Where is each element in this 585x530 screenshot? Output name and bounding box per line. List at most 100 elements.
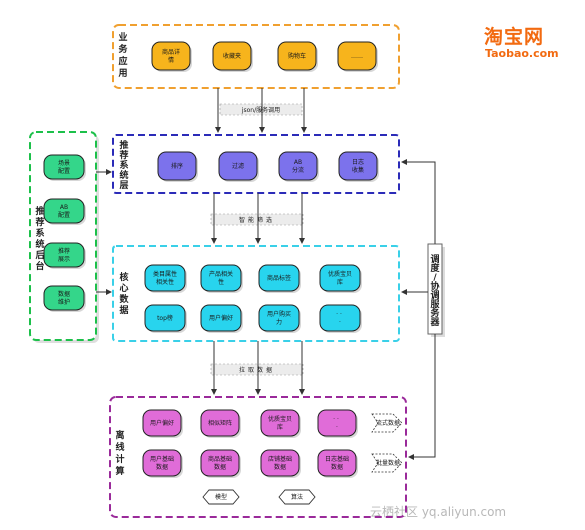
taobao-logo-en: Taobao.com: [485, 47, 559, 60]
core-node-4: 优质宝贝库: [319, 264, 362, 293]
svg-text:统: 统: [119, 169, 128, 181]
business-node-3-label: 购物车: [288, 52, 306, 60]
backend-node-4: 数据维护: [43, 285, 86, 312]
core-node-2-label: 产品相关性: [209, 270, 233, 286]
offline-node-3: 优质宝贝库: [260, 409, 301, 438]
core-node-3-label: 商品标签: [267, 274, 291, 282]
svg-text:推: 推: [119, 139, 128, 151]
business-node-4: ……: [337, 41, 378, 72]
business-node-2-label: 收藏夹: [223, 52, 241, 60]
svg-text:系: 系: [35, 227, 44, 239]
offline-node-4-label: · · ·: [333, 416, 341, 431]
core-node-1: 类目属性相关性: [144, 264, 187, 293]
business-layer-box: [112, 24, 400, 89]
backend-node-4-label: 数据维护: [58, 290, 70, 306]
svg-text:服: 服: [430, 299, 440, 310]
recommend-node-1: 排序: [157, 151, 198, 182]
core-node-2: 产品相关性: [200, 264, 243, 293]
core-node-6: 用户偏好: [200, 304, 243, 333]
svg-text:度: 度: [430, 262, 440, 274]
core-node-5: top榜: [144, 304, 187, 333]
core-node-8: · · ·: [319, 304, 362, 333]
backend-node-3-label: 推荐展示: [58, 247, 70, 263]
svg-text:模型: 模型: [215, 493, 227, 501]
offline-node-2: 相似矩阵: [200, 409, 241, 438]
offline-node-5-label: 用户基础数据: [150, 455, 174, 471]
watermark: 云栖社区 yq.aliyun.com: [370, 505, 507, 519]
flow-label-smart-filter: 智能筛选: [239, 216, 275, 224]
flow-label-fetch-data: 拉取数据: [239, 366, 275, 374]
svg-text:算: 算: [115, 465, 124, 477]
recommend-node-2-label: 过滤: [232, 162, 244, 170]
svg-text:数: 数: [119, 293, 129, 305]
offline-node-7: 店铺基础数据: [260, 449, 301, 478]
svg-text:调: 调: [430, 253, 439, 265]
offline-node-4: · · ·: [317, 409, 358, 438]
svg-text:业: 业: [118, 31, 127, 43]
core-node-7-label: 用户购买力: [267, 310, 291, 326]
svg-text:协: 协: [430, 280, 439, 292]
core-node-7: 用户购买力: [258, 304, 301, 333]
offline-side-1: 流式数据: [371, 413, 403, 433]
svg-text:推: 推: [35, 205, 44, 217]
svg-text:应: 应: [118, 55, 127, 67]
offline-side-2: 批量数据: [371, 453, 403, 473]
business-node-4-label: ……: [351, 53, 363, 60]
recommend-node-4-label: 日志收集: [352, 158, 364, 174]
business-node-1: 商品详情: [151, 41, 192, 72]
business-node-1-label: 商品详情: [162, 48, 180, 64]
offline-node-6-label: 商品基础数据: [208, 455, 232, 471]
svg-text:层: 层: [119, 180, 128, 191]
svg-text:/: /: [433, 273, 437, 283]
offline-node-8-label: 日志基础数据: [325, 455, 349, 471]
flow-label-json-call: json/服务调用: [241, 106, 280, 114]
svg-text:统: 统: [35, 238, 44, 250]
svg-text:用: 用: [117, 68, 127, 79]
backend-node-3: 推荐展示: [43, 242, 86, 269]
backend-node-1: 场景配置: [43, 154, 86, 181]
offline-node-3-label: 优质宝贝库: [268, 415, 292, 431]
svg-text:荐: 荐: [34, 216, 44, 228]
svg-text:据: 据: [119, 304, 128, 316]
svg-text:计: 计: [115, 453, 124, 465]
svg-text:线: 线: [115, 441, 124, 453]
backend-node-1-label: 场景配置: [58, 159, 70, 175]
svg-text:核: 核: [119, 271, 128, 283]
offline-node-6: 商品基础数据: [200, 449, 241, 478]
offline-node-7-label: 店铺基础数据: [268, 455, 292, 471]
core-node-1-label: 类目属性相关性: [153, 270, 177, 286]
svg-text:算法: 算法: [291, 493, 303, 501]
offline-node-1: 用户偏好: [142, 409, 183, 438]
offline-layer-box: [109, 396, 407, 518]
svg-text:批量数据: 批量数据: [376, 459, 400, 467]
svg-text:务: 务: [118, 43, 128, 55]
core-layer-box: [112, 245, 400, 342]
offline-tool-1: 模型: [202, 489, 240, 505]
svg-text:流式数据: 流式数据: [376, 419, 400, 427]
offline-node-1-label: 用户偏好: [150, 419, 174, 427]
taobao-logo-cn: 淘宝网: [484, 26, 545, 48]
svg-text:务: 务: [430, 307, 440, 319]
offline-node-8: 日志基础数据: [317, 449, 358, 478]
svg-text:离: 离: [115, 429, 124, 441]
recommend-node-1-label: 排序: [171, 162, 183, 170]
recommend-layer-box: [112, 134, 400, 194]
svg-text:心: 心: [119, 283, 128, 294]
offline-node-5: 用户基础数据: [142, 449, 183, 478]
core-node-5-label: top榜: [157, 314, 173, 322]
svg-text:器: 器: [429, 317, 440, 328]
svg-text:调: 调: [430, 289, 439, 301]
flow-arrows: [96, 88, 436, 460]
svg-text:系: 系: [119, 159, 128, 171]
business-node-3: 购物车: [277, 41, 318, 72]
